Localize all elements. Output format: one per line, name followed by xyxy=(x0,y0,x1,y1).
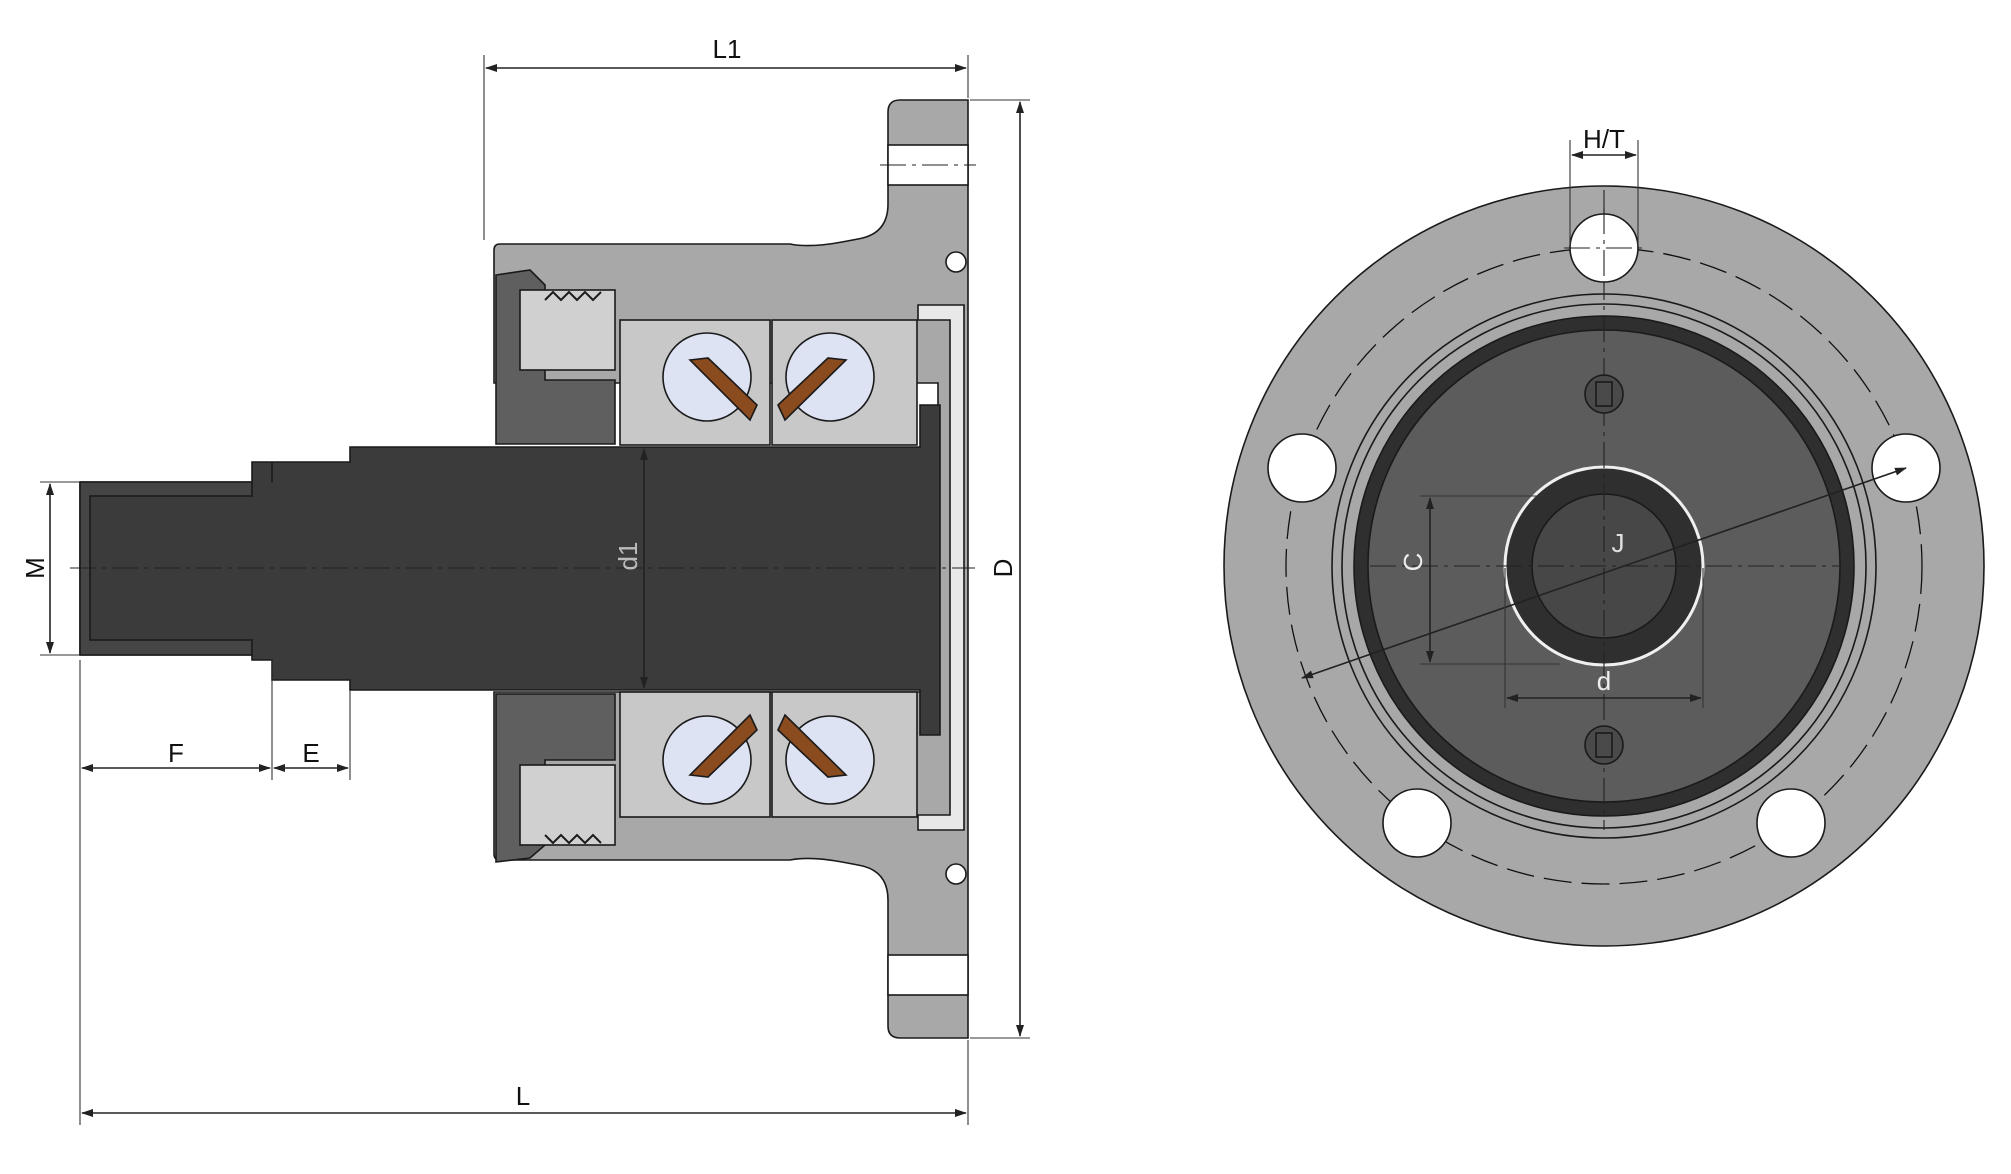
bolt-hole-left xyxy=(1267,433,1337,503)
seal-spring-lower xyxy=(544,833,602,845)
cage-ll xyxy=(688,713,758,778)
screw-bottom-slot xyxy=(1595,732,1613,758)
d1-label: d1 xyxy=(613,542,643,571)
screw-top xyxy=(1584,374,1624,414)
seal-spring-upper xyxy=(544,290,602,302)
cage-ur xyxy=(777,357,848,422)
shaft xyxy=(79,404,941,736)
o-ring-top xyxy=(945,251,967,273)
screw-top-slot xyxy=(1595,381,1613,407)
shaft-thread xyxy=(79,481,253,656)
cage-lr xyxy=(777,713,848,778)
HT-label: H/T xyxy=(1583,124,1625,154)
J-dimension-line xyxy=(1301,467,1907,679)
D-label: D xyxy=(988,559,1018,578)
seal-lip-lower xyxy=(519,764,616,846)
L1-label: L1 xyxy=(713,34,742,64)
o-ring-bottom xyxy=(945,863,967,885)
end-cap xyxy=(917,304,965,831)
E-label: E xyxy=(302,738,319,768)
bolt-hole-bottom-right xyxy=(1756,788,1826,858)
flange-bore-bottom xyxy=(887,954,969,996)
bearing-ball-ur xyxy=(785,332,875,422)
d-label: d xyxy=(1597,666,1611,696)
front-view: J H/T C d xyxy=(1223,124,1985,947)
cage-ul xyxy=(688,357,758,422)
screw-bottom xyxy=(1584,725,1624,765)
F-label: F xyxy=(168,738,184,768)
C-label: C xyxy=(1398,553,1428,572)
L-label: L xyxy=(516,1081,530,1111)
J-label: J xyxy=(1612,528,1625,558)
seal-lip-upper xyxy=(519,289,616,371)
bolt-hole-bottom-left xyxy=(1382,788,1452,858)
M-label: M xyxy=(20,557,50,579)
side-view: L1 L D M F E d1 xyxy=(20,34,1030,1125)
